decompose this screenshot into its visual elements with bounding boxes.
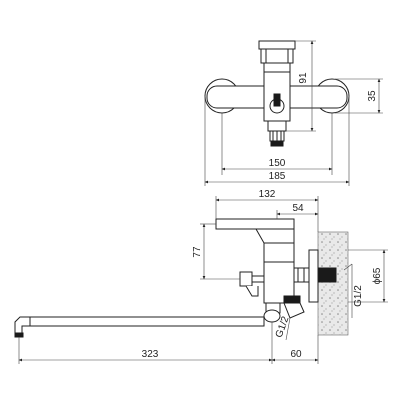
side-view: 132 54 77 ϕ65 G1/2 xyxy=(14,189,388,364)
dim-phi65-label: ϕ65 xyxy=(372,267,383,284)
dim-132-label: 132 xyxy=(259,189,276,200)
lever-neck xyxy=(255,228,295,244)
dimension-g12-side: G1/2 xyxy=(274,315,292,341)
dimension-323: 323 xyxy=(18,322,273,364)
spout-end xyxy=(14,316,31,334)
outlet-nut xyxy=(267,120,287,132)
wall-pipe xyxy=(317,267,337,283)
wall-flange xyxy=(308,249,319,303)
spout-swivel xyxy=(263,309,281,323)
dimension-35: 35 xyxy=(335,78,383,114)
shower-outlet xyxy=(283,302,305,319)
spout-aerator xyxy=(14,332,24,338)
dim-91-label: 91 xyxy=(298,72,309,84)
dim-54-label: 54 xyxy=(292,203,304,214)
dim-77-label: 77 xyxy=(192,246,203,258)
dimension-60: 60 xyxy=(271,335,319,364)
dim-g12-right-label: G1/2 xyxy=(353,285,364,307)
top-view: 91 35 150 185 xyxy=(204,40,383,186)
diverter-lever xyxy=(273,93,281,107)
dimension-91: 91 xyxy=(286,40,316,132)
connection-nut xyxy=(293,267,310,283)
dim-60-label: 60 xyxy=(290,349,302,360)
dimension-g12-right: G1/2 xyxy=(343,263,364,318)
dim-185-label: 185 xyxy=(269,171,286,182)
spout-tube xyxy=(29,316,265,327)
outlet-tip xyxy=(270,140,284,147)
lever-top xyxy=(258,40,296,50)
dimension-150: 150 xyxy=(221,113,333,175)
side-diverter-knob xyxy=(239,271,253,287)
dim-150-label: 150 xyxy=(269,158,286,169)
dimension-phi65: ϕ65 xyxy=(348,249,388,303)
side-diverter-stem xyxy=(251,275,265,283)
side-main-body xyxy=(263,242,295,304)
dimension-185: 185 xyxy=(204,96,350,186)
dimension-77: 77 xyxy=(192,223,240,280)
shower-outlet-thread xyxy=(283,295,301,304)
dim-35-label: 35 xyxy=(367,90,378,102)
dim-323-label: 323 xyxy=(142,349,159,360)
side-lever xyxy=(215,218,295,230)
dimension-54: 54 xyxy=(276,203,319,219)
wall-section xyxy=(317,231,349,336)
